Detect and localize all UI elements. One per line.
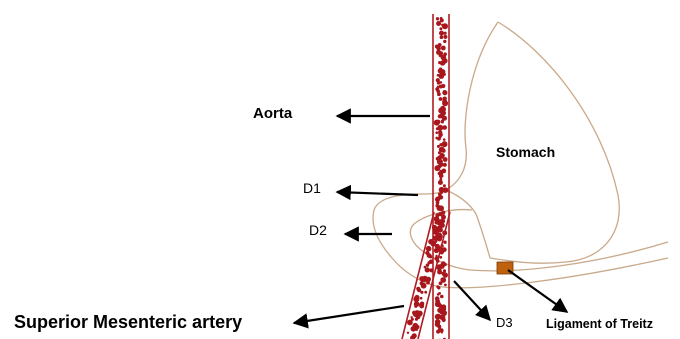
duodenum (373, 190, 668, 288)
aorta (433, 14, 449, 339)
superior-mesenteric-artery-label: Superior Mesenteric artery (14, 313, 242, 331)
aorta-blood-clots (434, 17, 449, 339)
ligament-of-treitz-label: Ligament of Treitz (546, 318, 653, 331)
d1-label: D1 (303, 181, 321, 195)
aorta-label: Aorta (253, 106, 292, 121)
sma-arrow (294, 306, 404, 323)
stomach-label: Stomach (496, 145, 555, 159)
ligament-arrow (508, 270, 567, 312)
duodenum-outer-wall (373, 194, 668, 288)
duodenum-d1-segment (446, 190, 490, 258)
d2-label: D2 (309, 223, 327, 237)
stomach-outline (490, 22, 619, 263)
d3-label: D3 (496, 316, 513, 329)
d1-arrow (337, 192, 418, 195)
